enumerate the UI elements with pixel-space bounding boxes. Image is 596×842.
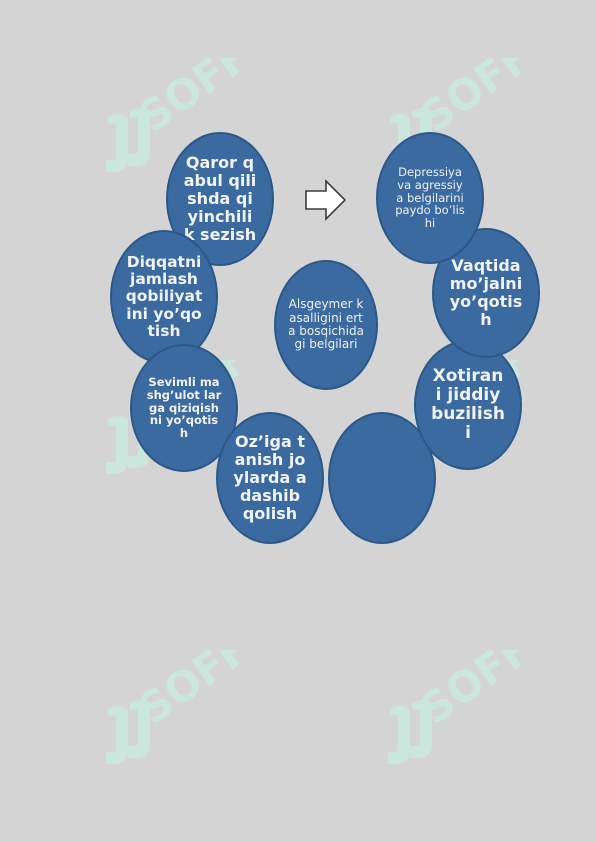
node-empty	[328, 412, 436, 544]
node-label: Vaqtida mo’jalni yo’qotis h	[449, 256, 523, 329]
node-label: Depressiya va agressiya belgilarini payd…	[395, 164, 465, 231]
node-hobby-interest-loss: Sevimli mashg’ulot larga qiziqishni yo’q…	[130, 344, 238, 472]
node-getting-lost: Oz’iga tanish joylarda adashib qolish	[216, 412, 324, 544]
node-label: Xotiran i jiddiy buzilish i	[431, 365, 505, 444]
node-label: Qaror qabul qilishda qiyinchili k sezish	[183, 153, 257, 244]
node-attention-loss: Diqqatni jamlash qobiliyat ini yo’qotish	[110, 230, 218, 364]
node-depression-aggression: Depressiya va agressiya belgilarini payd…	[376, 132, 484, 264]
node-label: Sevimli mashg’ulot larga qiziqishni yo’q…	[146, 374, 222, 441]
node-label: Oz’iga tanish joylarda adashib qolish	[233, 432, 307, 523]
right-arrow-icon	[305, 179, 347, 221]
watermark-logo: SOFF	[360, 623, 541, 800]
node-memory-impairment: Xotiran i jiddiy buzilish i	[414, 340, 522, 470]
node-center-early-signs: Alsgeymer kasalligini erta bosqichida gi…	[274, 260, 378, 390]
node-label: Diqqatni jamlash qobiliyat ini yo’qotish	[125, 252, 203, 341]
center-label: Alsgeymer kasalligini erta bosqichida gi…	[288, 297, 364, 352]
watermark-logo: SOFF	[78, 623, 259, 800]
